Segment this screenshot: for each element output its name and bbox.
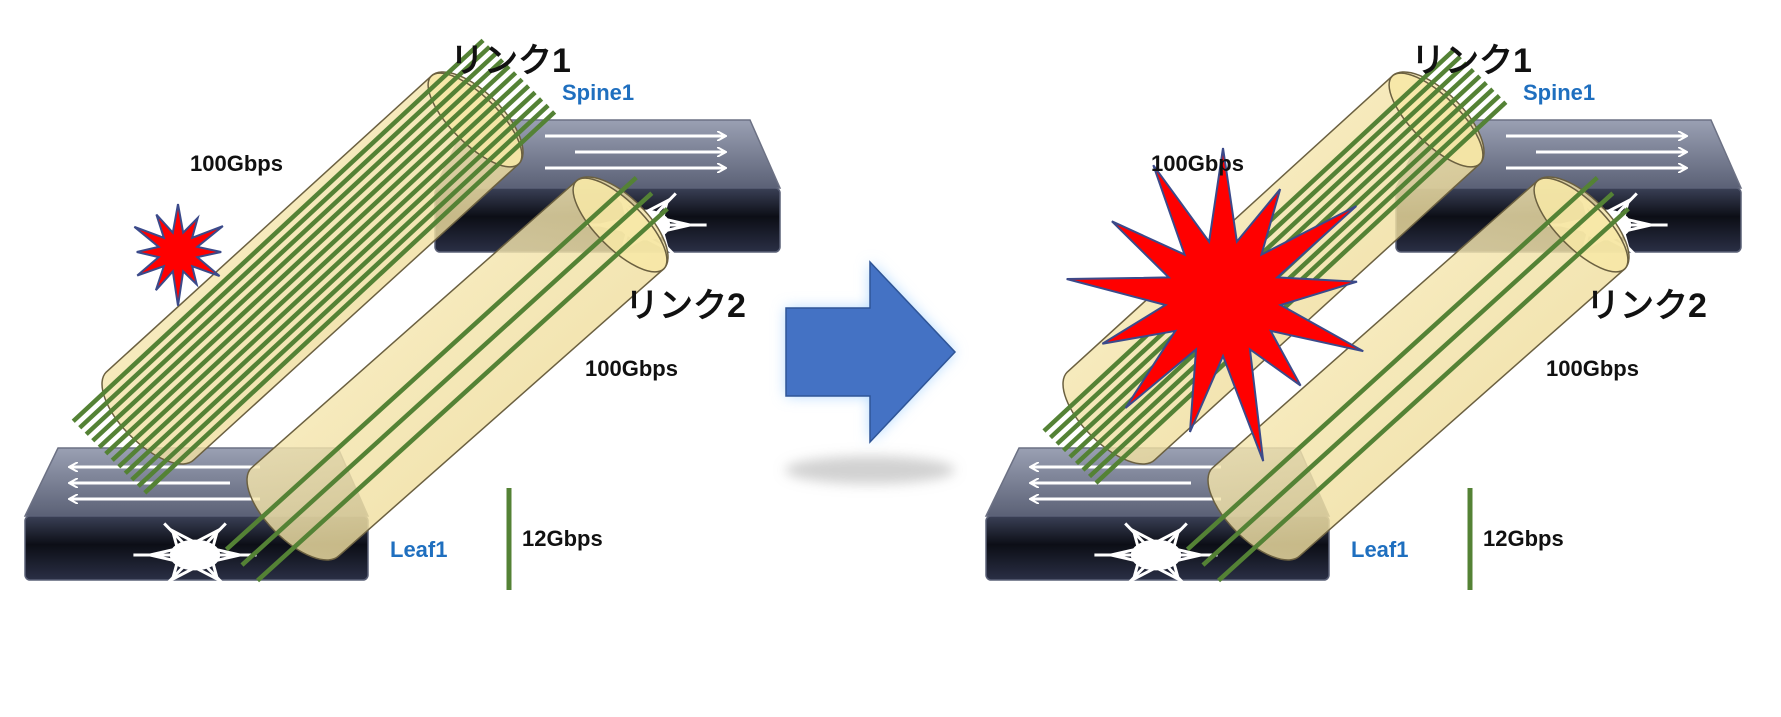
flow-line bbox=[104, 71, 518, 456]
flow-line bbox=[117, 84, 531, 469]
flow-line bbox=[143, 110, 557, 495]
flow-line bbox=[84, 51, 498, 436]
transition-arrow bbox=[785, 260, 957, 484]
flow-line bbox=[224, 175, 638, 552]
leaf-label: Leaf1 bbox=[1351, 537, 1408, 562]
link2-label: リンク2 bbox=[625, 287, 746, 325]
flow-line bbox=[1217, 207, 1630, 583]
link1-speed-label: 100Gbps bbox=[190, 151, 283, 176]
spine-label: Spine1 bbox=[1523, 80, 1595, 105]
congestion-burst-icon bbox=[133, 203, 224, 306]
legend-label: 12Gbps bbox=[1483, 526, 1564, 551]
flow-line bbox=[123, 90, 537, 475]
flow-line bbox=[110, 77, 524, 462]
link1-flows bbox=[71, 38, 557, 495]
link2-speed-label: 100Gbps bbox=[585, 356, 678, 381]
right-arrow-icon bbox=[785, 260, 957, 484]
flow-line bbox=[130, 97, 544, 482]
congestion-burst-icon bbox=[1066, 147, 1364, 462]
leaf-traffic-arrows bbox=[1031, 467, 1221, 499]
spine-label: Spine1 bbox=[562, 80, 634, 105]
flow-line bbox=[256, 207, 669, 583]
link1-speed-label: 100Gbps bbox=[1151, 151, 1244, 176]
link2-flows bbox=[1185, 175, 1630, 583]
leaf-switch-logo bbox=[133, 522, 257, 588]
flow-line bbox=[1185, 175, 1599, 552]
flow-line bbox=[71, 38, 485, 423]
flow-line bbox=[91, 58, 505, 443]
link2-flows bbox=[224, 175, 669, 583]
spine-traffic-arrows bbox=[1506, 136, 1686, 168]
flow-line bbox=[240, 191, 654, 567]
link2-label: リンク2 bbox=[1586, 287, 1707, 325]
flow-line bbox=[97, 64, 511, 449]
flow-line bbox=[78, 45, 492, 430]
legend-label: 12Gbps bbox=[522, 526, 603, 551]
leaf-label: Leaf1 bbox=[390, 537, 447, 562]
leaf-traffic-arrows bbox=[70, 467, 260, 499]
flow-line bbox=[1201, 191, 1615, 567]
spine-traffic-arrows bbox=[545, 136, 725, 168]
leaf-switch-logo bbox=[1094, 522, 1218, 588]
flow-line bbox=[136, 103, 550, 488]
link2-speed-label: 100Gbps bbox=[1546, 356, 1639, 381]
link1-label: リンク1 bbox=[1411, 42, 1532, 80]
link1-label: リンク1 bbox=[450, 42, 571, 80]
